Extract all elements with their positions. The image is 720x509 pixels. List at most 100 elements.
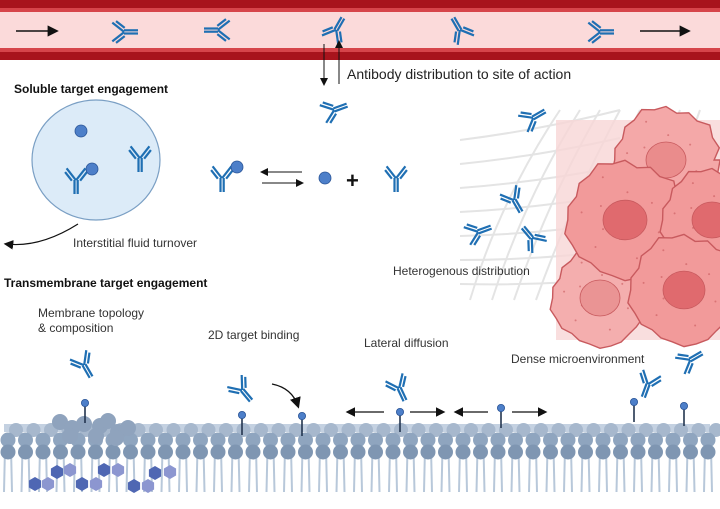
- lipid-head: [158, 445, 173, 460]
- lipid-head: [666, 445, 681, 460]
- antibody-icon: [382, 371, 417, 406]
- membrane-target-icon: [630, 398, 637, 422]
- lipid-head: [123, 445, 138, 460]
- cell-nucleus: [580, 280, 620, 316]
- turnover-arrow-icon: [6, 224, 78, 245]
- lipid-head: [508, 445, 523, 460]
- free-antigen-icon: [319, 172, 331, 184]
- lipid-head: [88, 445, 103, 460]
- cell-granule: [713, 195, 715, 197]
- lipid-head: [456, 445, 471, 460]
- interstitial-fluid: [6, 100, 160, 245]
- cell-granule: [656, 314, 658, 316]
- lipid-head: [491, 445, 506, 460]
- cell-granule: [601, 274, 603, 276]
- cell-granule: [602, 176, 604, 178]
- cell-granule: [609, 329, 611, 331]
- lipid-head: [596, 445, 611, 460]
- cell-granule: [708, 273, 710, 275]
- dense-microenvironment-label: Dense microenvironment: [511, 352, 644, 366]
- glycan-hexagon: [112, 463, 124, 477]
- cell-granule: [661, 276, 663, 278]
- cell-granule: [714, 300, 716, 302]
- cell-granule: [685, 263, 687, 265]
- antibody-icon: [67, 348, 103, 384]
- lipid-head: [648, 445, 663, 460]
- cell-granule: [645, 121, 647, 123]
- cell-granule: [581, 262, 583, 264]
- lipid-head: [1, 445, 16, 460]
- tumor-cells: [550, 107, 720, 349]
- plus-sign: +: [346, 168, 359, 194]
- distribution-label: Antibody distribution to site of action: [347, 66, 571, 82]
- antibody-icon: [318, 93, 352, 126]
- membrane-topology-label: Membrane topology & composition: [38, 306, 144, 336]
- cell-granule: [626, 191, 628, 193]
- cell-granule: [621, 283, 623, 285]
- binding-equilibrium: [209, 161, 409, 192]
- lipid-head: [578, 445, 593, 460]
- lipid-head: [351, 445, 366, 460]
- cell-granule: [689, 144, 691, 146]
- lipid-head: [193, 445, 208, 460]
- lipid-head: [701, 445, 716, 460]
- lipid-head: [333, 445, 348, 460]
- cell-granule: [600, 205, 602, 207]
- cell-granule: [626, 152, 628, 154]
- lipid-bilayer: [1, 423, 720, 492]
- lipid-head: [631, 445, 646, 460]
- membrane-protein: [88, 428, 104, 444]
- antigen-icon: [86, 163, 98, 175]
- binding-arrow-icon: [272, 384, 298, 406]
- lateral-diffusion-label: Lateral diffusion: [364, 336, 449, 350]
- lipid-head: [176, 445, 191, 460]
- glycan-hexagon: [51, 465, 63, 479]
- lipid-head: [211, 445, 226, 460]
- interstitial-label: Interstitial fluid turnover: [73, 236, 197, 250]
- membrane-protein: [62, 428, 78, 444]
- cell-nucleus: [603, 200, 647, 240]
- heterogenous-label: Heterogenous distribution: [393, 264, 530, 278]
- lipid-head: [263, 445, 278, 460]
- binding-2d-label: 2D target binding: [208, 328, 299, 342]
- lipid-head: [613, 445, 628, 460]
- lipid-head: [561, 445, 576, 460]
- lipid-head: [683, 445, 698, 460]
- soluble-heading: Soluble target engagement: [14, 82, 168, 96]
- soluble-antigen-icon: [75, 125, 87, 137]
- cell-granule: [594, 246, 596, 248]
- blood-vessel: [0, 0, 720, 60]
- lipid-head: [473, 445, 488, 460]
- lipid-head: [386, 445, 401, 460]
- lipid-head: [71, 445, 86, 460]
- cell-granule: [643, 146, 645, 148]
- cell-granule: [694, 325, 696, 327]
- lipid-head: [246, 445, 261, 460]
- cell-granule: [579, 285, 581, 287]
- lipid-head: [298, 445, 313, 460]
- membrane-protein: [76, 416, 92, 432]
- glycan-hexagons: [29, 463, 176, 493]
- antibody-icon: [224, 372, 261, 409]
- vessel-wall-top: [0, 0, 720, 8]
- lipid-head: [316, 445, 331, 460]
- lipid-head: [368, 445, 383, 460]
- cell-granule: [674, 212, 676, 214]
- cell-granule: [663, 297, 665, 299]
- lipid-head: [228, 445, 243, 460]
- cell-granule: [690, 207, 692, 209]
- cell-granule: [651, 202, 653, 204]
- free-antibody-icon: [383, 166, 409, 192]
- lipid-head: [106, 445, 121, 460]
- cell-granule: [643, 282, 645, 284]
- membrane-target-icon: [680, 402, 687, 426]
- cell-granule: [627, 307, 629, 309]
- cell-granule: [581, 211, 583, 213]
- antigen-icon: [231, 161, 243, 173]
- lipid-head: [403, 445, 418, 460]
- lipid-head: [53, 445, 68, 460]
- cell-granule: [602, 228, 604, 230]
- cell-granule: [662, 249, 664, 251]
- glycan-hexagon: [42, 477, 54, 491]
